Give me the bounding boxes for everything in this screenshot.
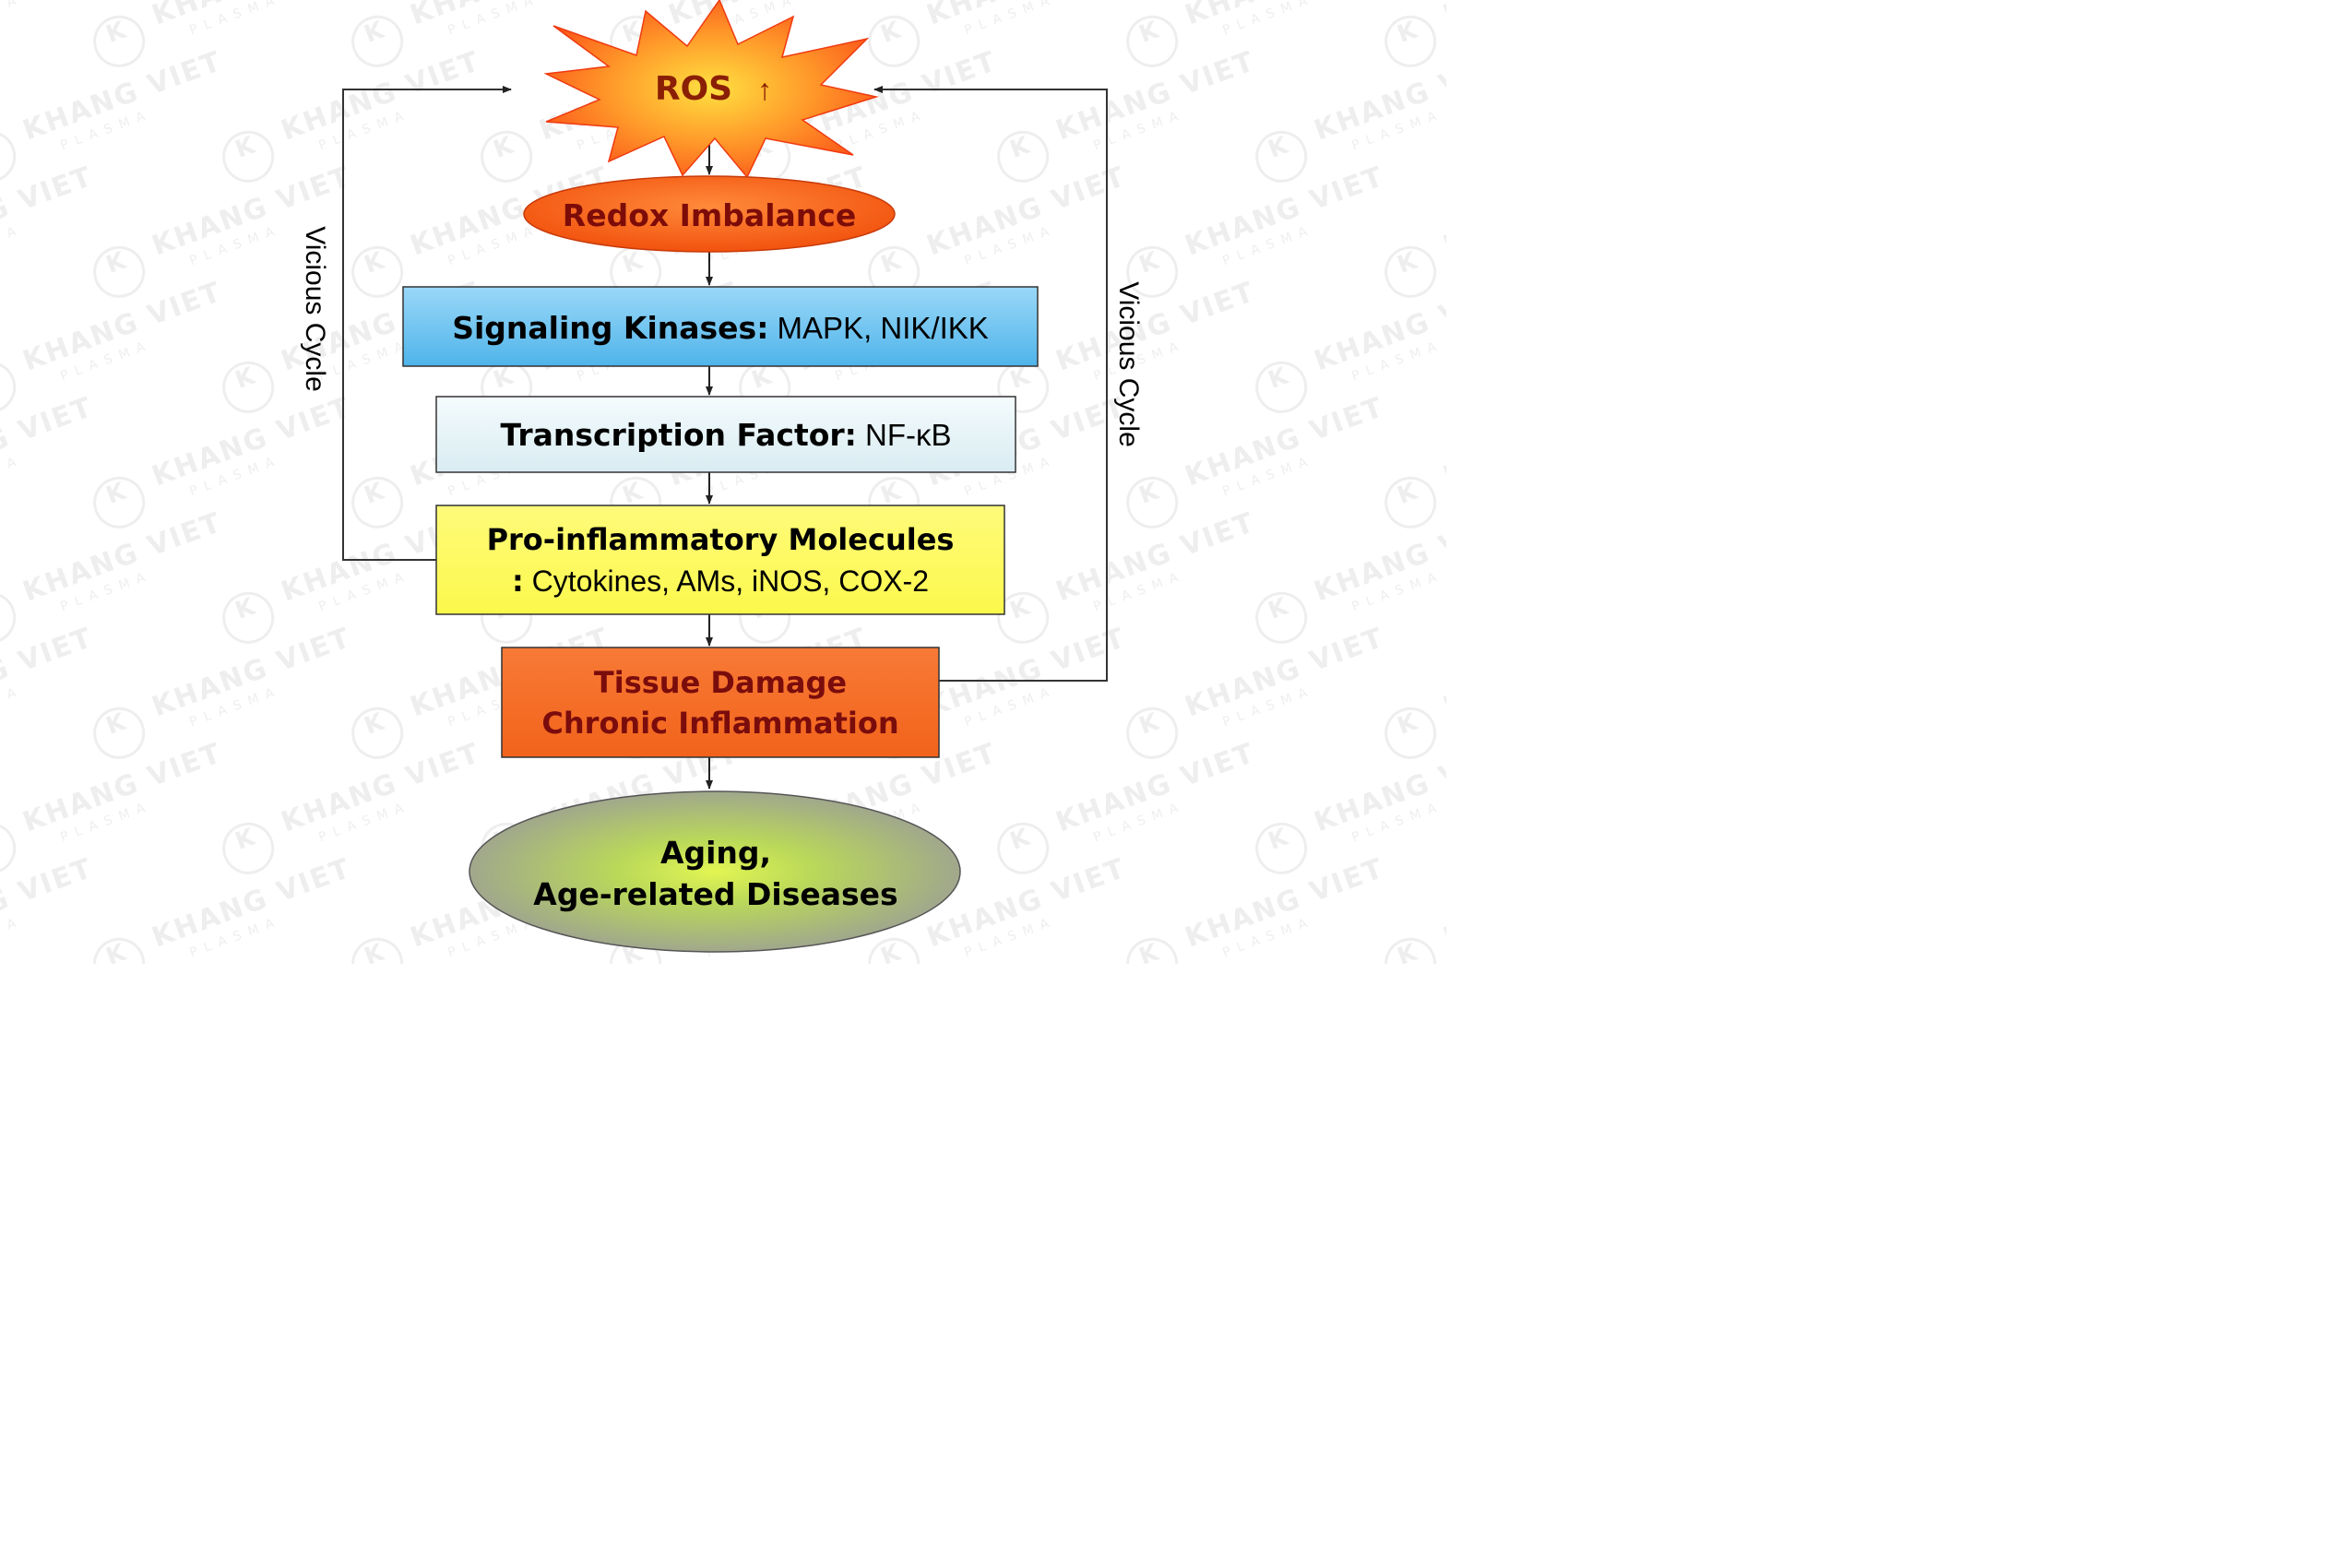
proinflammatory-node: Pro-inflammatory Molecules : Cytokines, …	[435, 505, 1005, 615]
ros-up-arrow: ↑	[757, 73, 772, 106]
proinfl-line1: Pro-inflammatory Molecules	[487, 522, 955, 557]
vicious-cycle-left-label: Vicious Cycle	[300, 226, 330, 392]
tissue-line2: Chronic Inflammation	[541, 706, 898, 741]
ros-burst: ROS ↑	[543, 0, 879, 179]
aging-line1: Aging,	[660, 835, 771, 871]
ros-label: ROS	[655, 70, 732, 108]
left-cycle-line	[342, 86, 512, 561]
redox-imbalance-node: Redox Imbalance	[523, 175, 896, 253]
proinfl-line2: : Cytokines, AMs, iNOS, COX-2	[512, 564, 929, 599]
vicious-cycle-right-label: Vicious Cycle	[1113, 281, 1144, 447]
aging-line2: Age-related Diseases	[533, 876, 897, 912]
right-cycle-line	[873, 86, 1108, 682]
transcription-factor-node: Transcription Factor: NF-κB	[435, 396, 1016, 473]
tissue-damage-node: Tissue Damage Chronic Inflammation	[501, 647, 940, 758]
tf-label: Transcription Factor: NF-κB	[500, 417, 951, 453]
redox-label: Redox Imbalance	[563, 197, 856, 233]
kinases-label: Signaling Kinases: MAPK, NIK/IKK	[452, 310, 989, 346]
flow-diagram: ROS ↑ Redox Imbalance Signaling Kinases:…	[300, 0, 1144, 953]
tissue-line1: Tissue Damage	[594, 665, 847, 700]
aging-node: Aging, Age-related Diseases	[469, 790, 961, 953]
signaling-kinases-node: Signaling Kinases: MAPK, NIK/IKK	[402, 286, 1039, 367]
